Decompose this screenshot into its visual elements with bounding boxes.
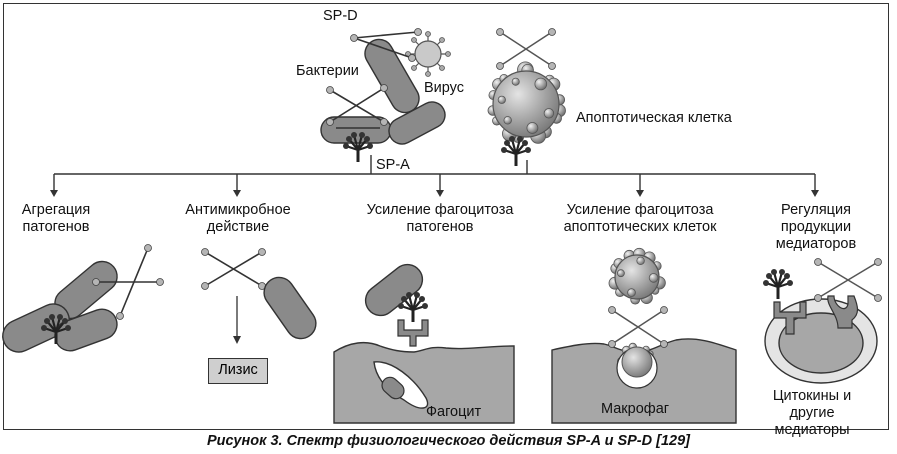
- top-bacteria-group: [320, 28, 451, 145]
- cytokines-label: Цитокины и другие медиаторы: [772, 388, 852, 438]
- sp-a-molecule: [763, 269, 793, 299]
- virus: [405, 31, 451, 77]
- virus-label: Вирус: [424, 80, 465, 96]
- phagocytosis-apoptotic-label: Усиление фагоцитоза апоптотических клето…: [563, 202, 717, 235]
- macrophage-panel: [551, 247, 737, 424]
- antimicrobial-panel: [201, 248, 317, 344]
- lysis-box: Лизис: [208, 358, 268, 384]
- sp-d-molecule: [329, 31, 419, 129]
- sp-a-label: SP-A: [376, 157, 410, 173]
- regulation-panel: [764, 258, 882, 384]
- sp-d-label: SP-D: [323, 8, 358, 24]
- sp-a-molecule: [41, 314, 71, 344]
- apoptotic-cell-top: [487, 28, 566, 144]
- regulation-label: Регуляция продукции медиаторов: [775, 202, 857, 252]
- bacteria-label: Бактерии: [296, 63, 359, 79]
- phagocyte-panel: [333, 263, 515, 424]
- macrophage-label: Макрофаг: [601, 401, 670, 417]
- antimicrobial-label: Антимикробное действие: [185, 202, 291, 235]
- aggregation-panel: [2, 244, 164, 353]
- figure-caption: Рисунок 3. Спектр физиологического дейст…: [207, 433, 690, 449]
- branch-tree: [53, 155, 816, 194]
- aggregation-label: Агрегация патогенов: [21, 202, 91, 235]
- bacterium: [388, 101, 446, 145]
- phagocytosis-pathogens-label: Усиление фагоцитоза патогенов: [366, 202, 514, 235]
- sp-a-molecule: [343, 132, 373, 162]
- figure-frame: [3, 3, 889, 430]
- sp-a-molecule: [501, 136, 531, 166]
- sp-a-molecule: [398, 292, 428, 322]
- apoptotic-cell-label: Апоптотическая клетка: [576, 110, 732, 126]
- bacterium: [364, 38, 420, 114]
- phagocyte-label: Фагоцит: [426, 404, 482, 420]
